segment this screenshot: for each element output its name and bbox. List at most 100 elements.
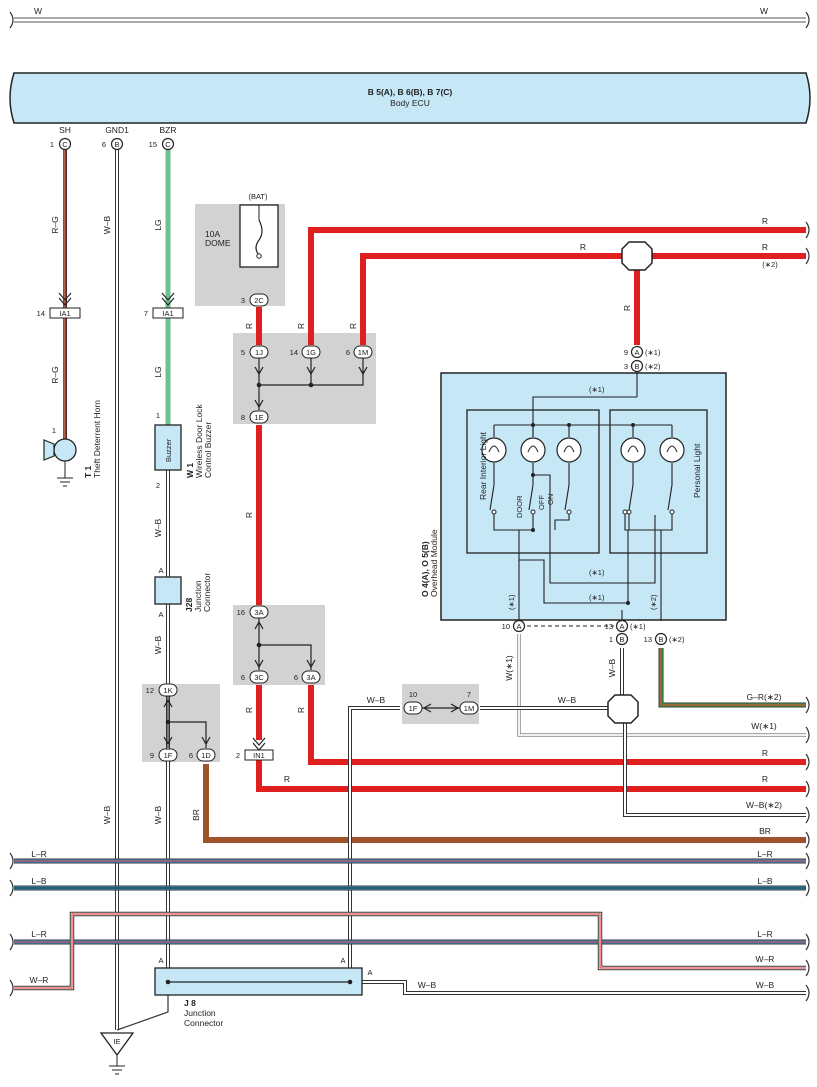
svg-text:(∗2): (∗2) (649, 594, 658, 610)
svg-text:A: A (340, 956, 345, 965)
svg-text:B: B (619, 635, 624, 644)
svg-text:A: A (367, 968, 372, 977)
svg-text:R: R (296, 707, 306, 713)
svg-text:A: A (619, 622, 624, 631)
svg-text:6: 6 (241, 673, 245, 682)
svg-text:A: A (516, 622, 521, 631)
svg-text:10A: 10A (205, 229, 220, 239)
horn-wire-bottom-label: R–G (50, 366, 60, 383)
wb-mid-right-label: W–B (558, 695, 577, 705)
svg-text:7: 7 (144, 309, 148, 318)
bulb-icon (481, 437, 685, 463)
svg-text:A: A (158, 610, 163, 619)
svg-text:W–R: W–R (30, 975, 49, 985)
svg-text:G–R(∗2): G–R(∗2) (747, 692, 782, 702)
svg-text:1G: 1G (306, 348, 316, 357)
svg-text:13: 13 (644, 635, 652, 644)
svg-text:R: R (580, 242, 586, 252)
svg-text:Rear Interior Light: Rear Interior Light (478, 431, 488, 500)
buzzer-icon (154, 424, 182, 471)
svg-text:J28: J28 (184, 598, 194, 612)
door-lock-buzzer: LG IA1 7 LG 1 Buzzer 2 W 1 Wireless Door… (144, 219, 213, 537)
svg-text:9: 9 (624, 348, 628, 357)
splice-top (621, 241, 653, 271)
svg-text:1E: 1E (254, 413, 263, 422)
svg-text:3: 3 (241, 296, 245, 305)
svg-text:(∗2): (∗2) (645, 362, 661, 371)
svg-text:A: A (158, 566, 163, 575)
top-bus-left-label: W (34, 6, 42, 16)
svg-text:1J: 1J (255, 348, 263, 357)
wb-mid-left-label: W–B (367, 695, 386, 705)
svg-text:10: 10 (409, 690, 417, 699)
left-wire-labels: L–R L–B L–R W–R (30, 849, 49, 985)
svg-text:(∗1): (∗1) (589, 593, 605, 602)
svg-text:OFF: OFF (537, 495, 546, 510)
svg-text:Buzzer: Buzzer (164, 438, 173, 462)
svg-text:L–R: L–R (757, 849, 773, 859)
svg-text:1D: 1D (201, 751, 211, 760)
junction-block-3: 1K 12 1F 9 1D 6 (146, 683, 216, 762)
splice-bottom (607, 694, 639, 724)
svg-text:R: R (762, 774, 768, 784)
svg-text:BR: BR (191, 809, 201, 821)
svg-text:1: 1 (52, 426, 56, 435)
svg-text:6: 6 (102, 140, 106, 149)
svg-text:(∗1): (∗1) (507, 594, 516, 610)
svg-text:1F: 1F (164, 751, 173, 760)
svg-text:C: C (62, 140, 68, 149)
svg-text:LG: LG (153, 366, 163, 377)
svg-text:W 1: W 1 (185, 463, 195, 478)
svg-text:L–R: L–R (757, 929, 773, 939)
ecu-pin-gnd1-name: GND1 (105, 125, 129, 135)
svg-text:ON: ON (546, 494, 555, 505)
svg-text:BR: BR (759, 826, 771, 836)
svg-text:IA1: IA1 (162, 309, 173, 318)
horn-id: T 1 (83, 465, 93, 478)
horn-wire-top-label: R–G (50, 216, 60, 233)
svg-text:12: 12 (146, 686, 154, 695)
top-bus-right-label: W (760, 6, 768, 16)
svg-text:(∗1): (∗1) (589, 568, 605, 577)
svg-text:Personal Light: Personal Light (692, 443, 702, 498)
svg-text:Connector: Connector (184, 1018, 223, 1028)
svg-text:1K: 1K (163, 686, 172, 695)
svg-text:R: R (244, 323, 254, 329)
svg-text:O 4(A), O 5(B): O 4(A), O 5(B) (420, 541, 430, 597)
svg-text:L–R: L–R (31, 849, 47, 859)
horn-name: Theft Deterrent Horn (92, 400, 102, 478)
svg-text:Wireless Door Lock: Wireless Door Lock (194, 404, 204, 478)
junction-block-2: 3A 16 3C 6 3A 6 (237, 605, 321, 684)
svg-text:2: 2 (236, 751, 240, 760)
svg-text:R: R (296, 323, 306, 329)
svg-text:IA1: IA1 (59, 309, 70, 318)
svg-text:5: 5 (241, 348, 245, 357)
svg-text:B: B (658, 635, 663, 644)
svg-text:W–B: W–B (153, 635, 163, 654)
j28-junction-connector: A A J28 Junction Connector W–B (153, 566, 212, 654)
svg-text:10: 10 (502, 622, 510, 631)
svg-text:W–R: W–R (756, 954, 775, 964)
ecu-pin-connectors: C 1 B 6 C 15 (50, 137, 175, 151)
svg-text:A: A (158, 956, 163, 965)
svg-text:W–B: W–B (418, 980, 437, 990)
svg-text:14: 14 (37, 309, 45, 318)
svg-text:R: R (244, 707, 254, 713)
svg-text:L–B: L–B (31, 876, 46, 886)
svg-text:2C: 2C (254, 296, 264, 305)
svg-text:J 8: J 8 (184, 998, 196, 1008)
ecu-connectors: B 5(A), B 6(B), B 7(C) (368, 87, 453, 97)
horn-icon (53, 438, 77, 462)
svg-text:W–B: W–B (756, 980, 775, 990)
ground-ie: IE (99, 995, 169, 1075)
svg-text:6: 6 (189, 751, 193, 760)
dome-fuse: (BAT) 10A DOME 2C 3 (205, 192, 279, 307)
svg-text:8: 8 (241, 413, 245, 422)
svg-text:W–B(∗2): W–B(∗2) (746, 800, 782, 810)
ecu-pin-sh-name: SH (59, 125, 71, 135)
svg-text:W(∗1): W(∗1) (751, 721, 777, 731)
svg-text:1F: 1F (409, 704, 418, 713)
svg-text:14: 14 (290, 348, 298, 357)
gnd-wire-top-label: W–B (102, 215, 112, 234)
